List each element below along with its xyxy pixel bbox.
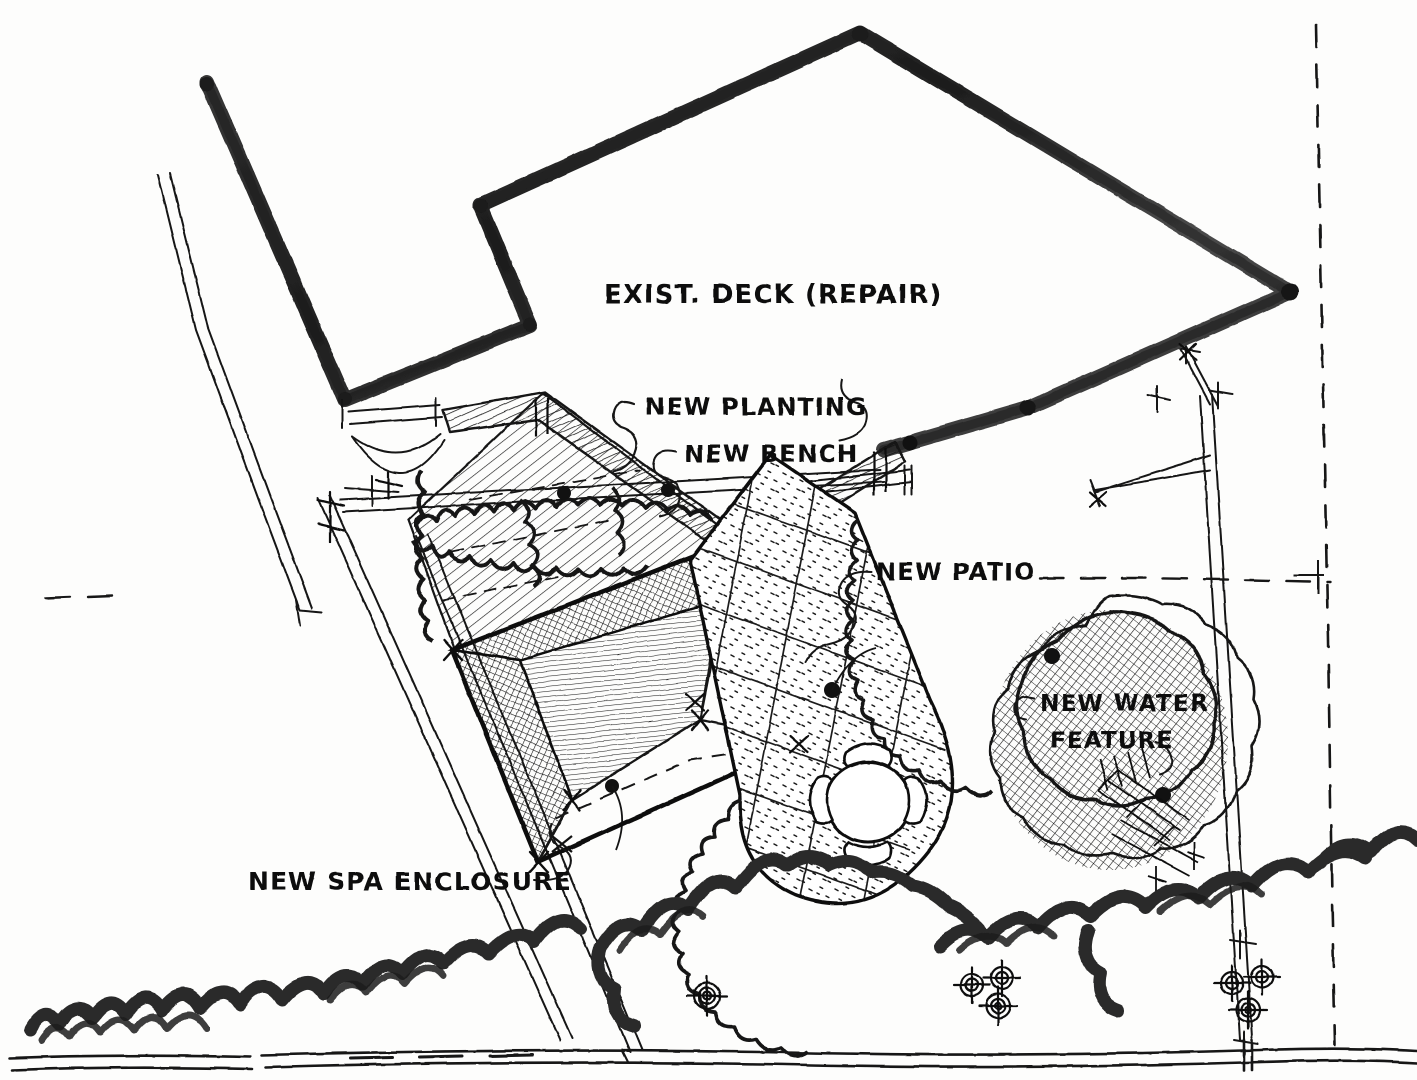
label-exist-deck: EXIST. DECK (REPAIR) xyxy=(604,280,943,310)
deck-step-detail xyxy=(341,397,445,474)
leader-lines xyxy=(533,379,1174,882)
property-line xyxy=(43,23,1337,1047)
shrub-massing-texture xyxy=(38,882,1266,1044)
label-new-bench: NEW BENCH xyxy=(684,440,859,468)
label-new-water-feature-line2: FEATURE xyxy=(1050,728,1174,754)
tree-symbols xyxy=(685,957,1282,1031)
existing-deck-outline xyxy=(199,25,1299,458)
dimension-ticks xyxy=(316,342,1198,754)
label-new-water-feature-line1: NEW WATER xyxy=(1040,691,1209,717)
drawing-labels: EXIST. DECK (REPAIR) NEW PLANTING NEW BE… xyxy=(248,280,1209,896)
new-water-feature xyxy=(988,593,1261,894)
site-boundary xyxy=(8,1038,1417,1072)
new-spa-enclosure xyxy=(442,528,818,874)
label-new-patio: NEW PATIO xyxy=(876,558,1036,586)
label-new-spa-enclosure: NEW SPA ENCLOSURE xyxy=(248,867,572,896)
label-new-planting: NEW PLANTING xyxy=(645,393,867,421)
